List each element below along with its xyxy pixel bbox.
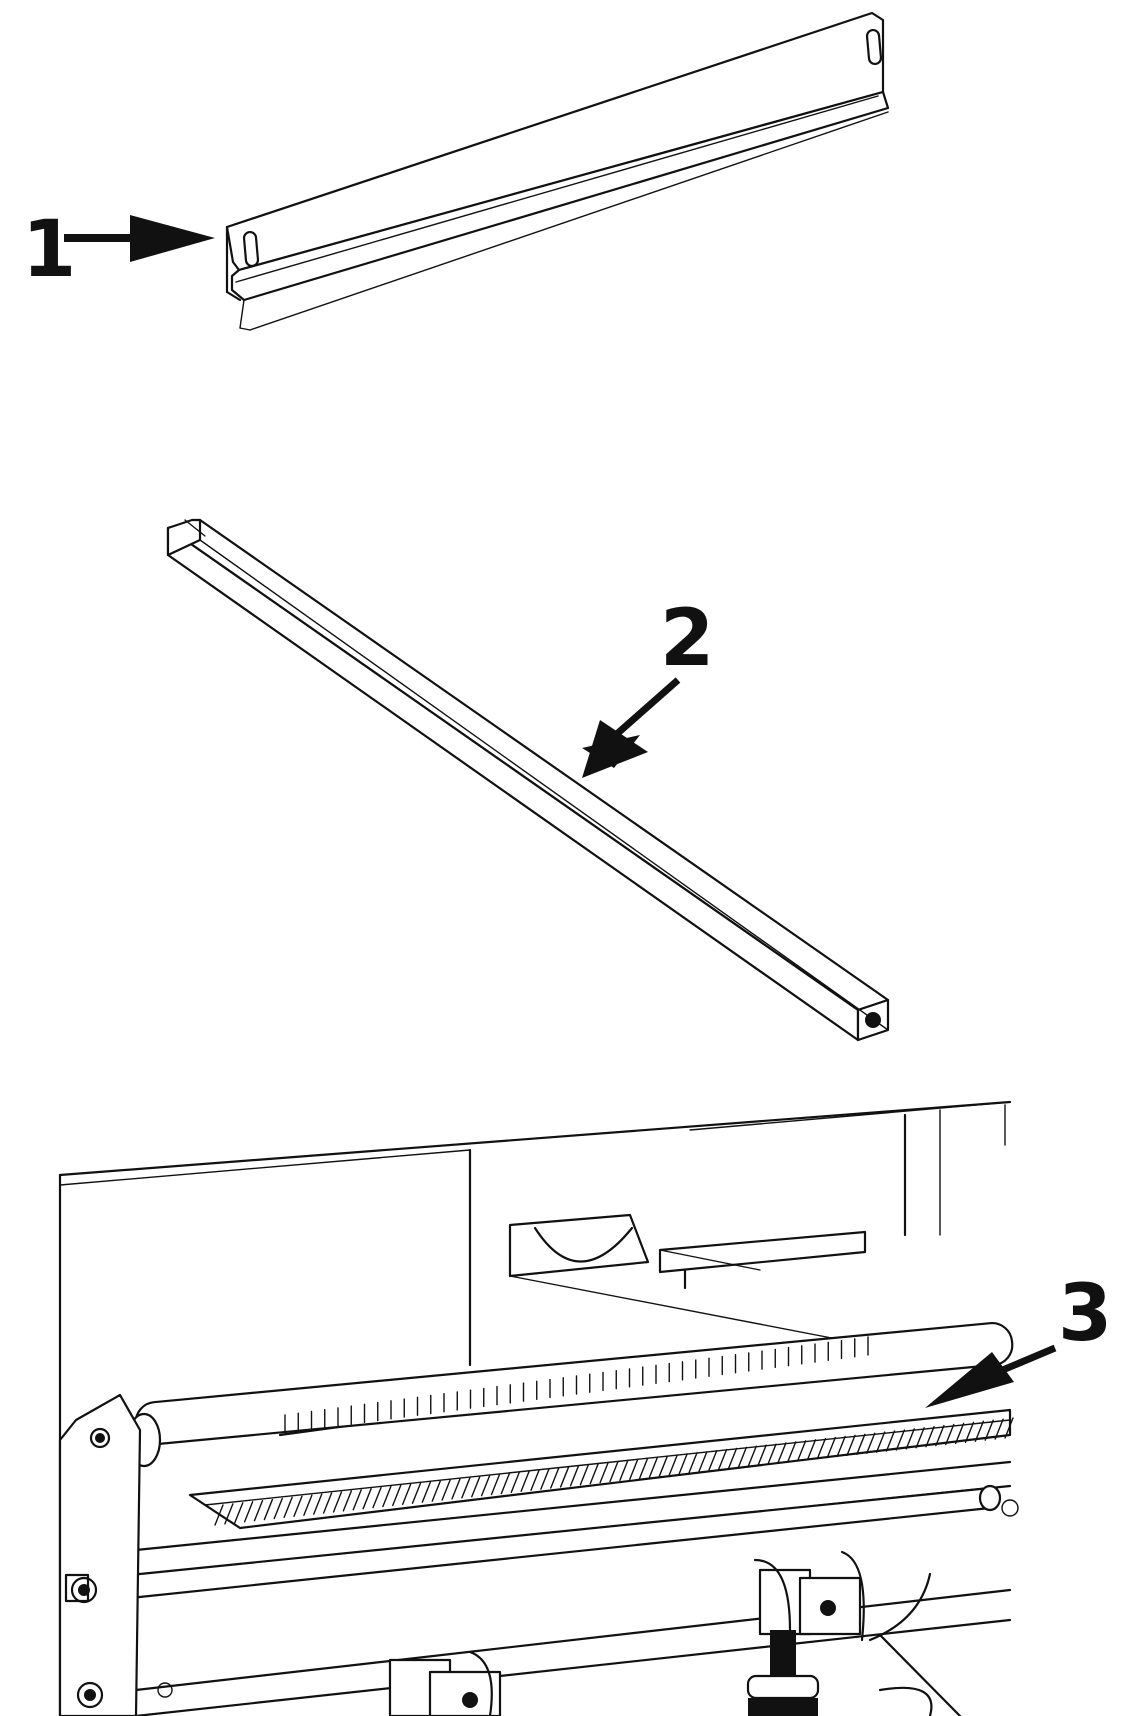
comb-tooth [787,1441,797,1463]
callout-2: 2 [582,594,714,778]
callout-3-number: 3 [1058,1269,1112,1359]
comb-tooth [599,1461,609,1484]
comb-tooth [727,1447,738,1470]
comb-tooth [796,1440,807,1462]
comb-tooth [392,1484,402,1507]
comb-tooth [648,1456,659,1478]
comb-tooth [441,1479,451,1501]
comb-tooth [224,1503,234,1525]
comb-tooth [629,1458,639,1481]
comb-tooth [332,1491,343,1513]
callout-2-arrowhead [582,720,648,778]
comb-tooth [589,1462,599,1485]
comb-tooth [550,1467,560,1489]
comb-tooth [263,1498,274,1521]
comb-tooth [816,1437,827,1460]
comb-tooth [708,1449,718,1472]
comb-tooth [530,1469,540,1491]
comb-tooth [352,1489,362,1511]
comb-tooth [935,1424,945,1447]
comb-tooth [984,1419,994,1441]
comb-tooth [945,1423,955,1446]
comb-tooth [559,1466,570,1488]
callout-2-number: 2 [660,594,714,684]
comb-tooth [283,1496,293,1519]
comb-tooth [777,1442,787,1464]
comb-tooth [1004,1417,1014,1439]
comb-tooth [313,1493,323,1515]
comb-tooth [885,1430,896,1452]
comb-tooth [490,1473,501,1496]
comb-tooth [826,1436,836,1459]
clamp-right [753,1550,865,1642]
comb-tooth [579,1464,590,1486]
comb-tooth [856,1433,866,1456]
comb-tooth [757,1444,767,1466]
comb-tooth [293,1495,303,1518]
comb-tooth [974,1420,985,1442]
comb-tooth [609,1460,619,1483]
bracket-plate [225,11,890,331]
comb-tooth [362,1487,372,1510]
comb-tooth [342,1490,353,1512]
comb-tooth [401,1483,412,1506]
comb-tooth [451,1478,461,1500]
comb-tooth [234,1502,244,1524]
comb-assembly [58,1100,1019,1716]
comb-tooth [273,1497,283,1520]
comb-tooth [678,1453,688,1475]
comb-tooth [846,1434,856,1457]
comb-tooth [875,1431,886,1453]
callout-1: 1 [22,205,215,295]
comb-tooth [737,1446,748,1469]
clamp-left [388,1650,502,1716]
comb-tooth [243,1501,254,1523]
comb-tooth [668,1454,678,1476]
comb-tooth [372,1486,382,1509]
comb-tooth [638,1457,649,1479]
comb-tooth [382,1485,392,1508]
comb-tooth [431,1480,441,1502]
comb-tooth [411,1482,422,1504]
comb-tooth [925,1425,935,1448]
comb-tooth [303,1494,313,1516]
square-bar [166,518,890,1042]
comb-tooth [698,1451,708,1473]
callout-2-arrow-shaft [607,677,681,743]
comb-tooth [510,1471,520,1494]
comb-tooth [905,1428,915,1450]
comb-tooth [836,1435,846,1458]
callout-3-arrowhead [925,1352,1014,1408]
comb-tooth [994,1418,1004,1440]
comb-tooth [915,1427,925,1449]
comb-tooth [658,1455,669,1477]
comb-tooth [964,1421,975,1444]
comb-tooth [866,1432,876,1454]
comb-tooth [322,1492,333,1514]
comb-tooth [471,1476,481,1498]
comb-tooth [253,1499,264,1522]
comb-tooth [747,1445,757,1467]
comb-tooth [500,1472,511,1495]
comb-tooth [895,1429,906,1451]
comb-tooth [540,1468,550,1490]
callout-3-arrow-shaft [996,1344,1057,1376]
comb-tooth [767,1443,777,1465]
comb-tooth [806,1439,817,1461]
callout-3: 3 [925,1269,1112,1408]
comb-tooth [569,1465,580,1487]
comb-tooth [421,1481,432,1503]
comb-tooth [717,1448,728,1471]
comb-tooth [214,1504,224,1526]
comb-tooth [520,1470,530,1492]
callout-1-number: 1 [22,205,76,295]
callout-1-arrowhead [130,215,215,262]
comb-tooth [954,1422,965,1445]
comb-tooth [688,1452,698,1474]
comb-tooth [461,1477,471,1499]
comb-tooth [619,1459,629,1482]
comb-tooth [480,1474,491,1497]
adjust-knob [746,1630,820,1716]
